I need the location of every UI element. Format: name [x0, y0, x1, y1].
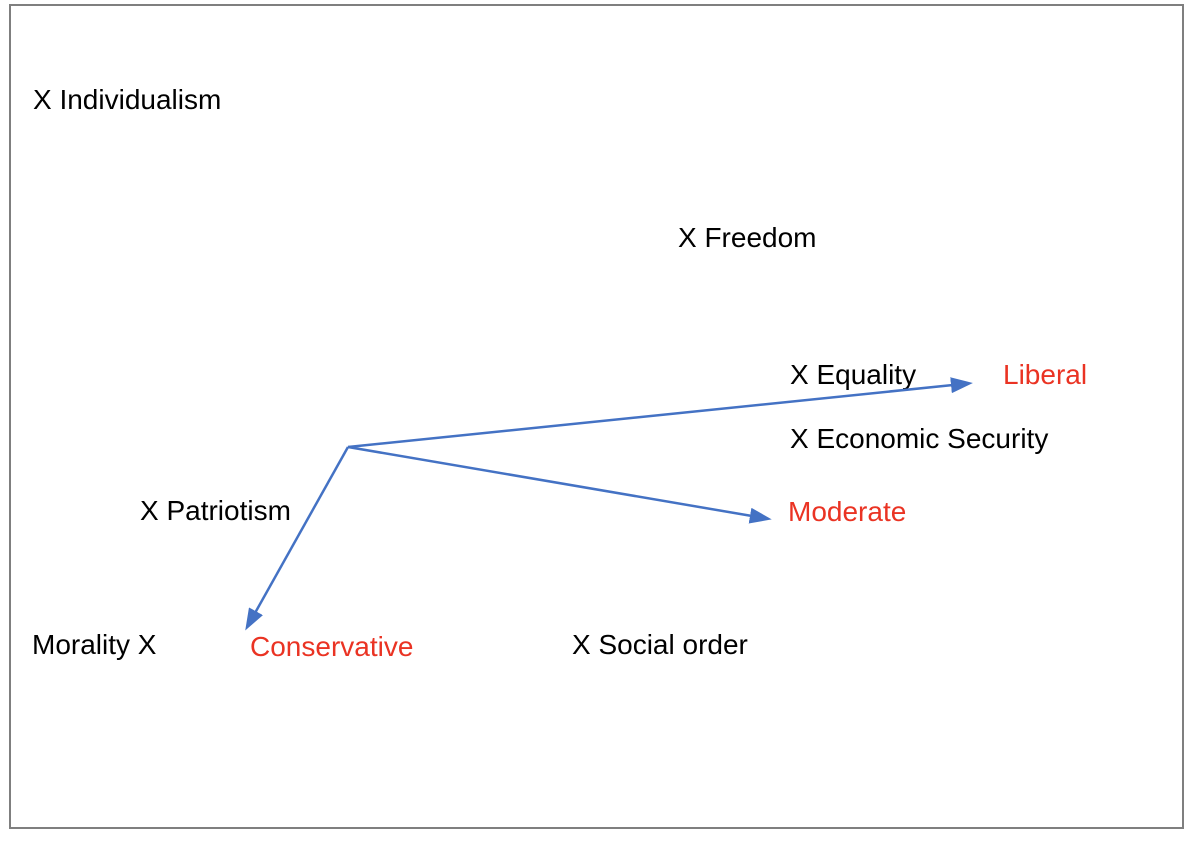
label-morality: Morality X: [32, 629, 157, 660]
label-equality: X Equality: [790, 359, 917, 390]
label-individualism: X Individualism: [33, 84, 222, 115]
label-economic-security: X Economic Security: [790, 423, 1049, 454]
label-conservative: Conservative: [250, 631, 414, 662]
label-moderate: Moderate: [788, 496, 907, 527]
label-liberal: Liberal: [1003, 359, 1088, 390]
label-freedom: X Freedom: [678, 222, 817, 253]
label-patriotism: X Patriotism: [140, 495, 291, 526]
slide-border: [9, 4, 1184, 829]
label-social-order: X Social order: [572, 629, 748, 660]
